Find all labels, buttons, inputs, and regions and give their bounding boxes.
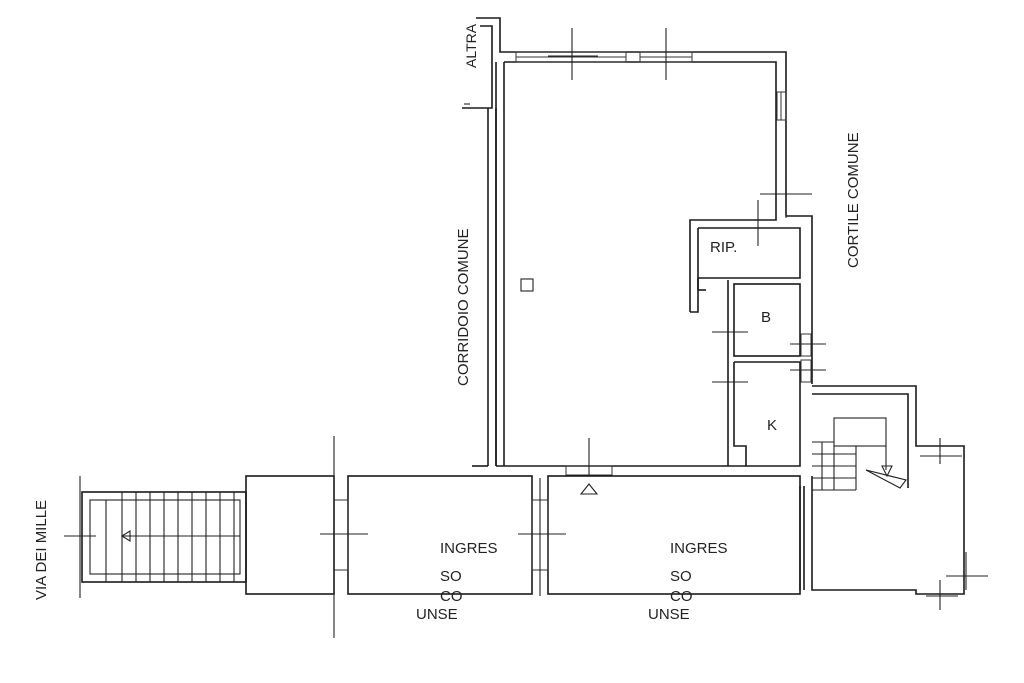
stair-arrow [120,530,131,542]
room-kitchen: K [712,359,826,467]
entrance-1: INGRES SO CO UNSE [245,436,533,638]
staircase-right [811,385,988,610]
entrance-2: INGRES SO CO UNSE [518,475,805,623]
label-altra: ALTRA [463,23,479,68]
entrance-arrow [579,483,599,495]
label-ingresso-1-a: INGRES [440,540,498,557]
corridor [472,108,497,467]
altra-area: ALTRA [462,17,512,109]
label-ingresso-1-c: CO [440,588,463,605]
pillar-marker [520,278,534,292]
main-room [495,28,813,495]
label-kitchen: K [767,417,777,434]
room-rip: RIP. [690,200,801,313]
label-ingresso-1-d: UNSE [416,606,458,623]
staircase-left [64,476,247,598]
label-ingresso-1-b: SO [440,568,462,585]
stair-steps-right [812,441,857,491]
label-ingresso-2-b: SO [670,568,692,585]
stair-steps-left [105,492,235,582]
label-bathroom: B [761,309,771,326]
label-ingresso-2-a: INGRES [670,540,728,557]
label-via: VIA DEI MILLE [33,500,50,600]
label-ingresso-2-d: UNSE [648,606,690,623]
room-bathroom: B [712,280,826,466]
label-cortile: CORTILE COMUNE [845,132,862,268]
label-ingresso-2-c: CO [670,588,693,605]
label-corridoio: CORRIDOIO COMUNE [455,229,472,387]
label-rip: RIP. [710,239,737,256]
